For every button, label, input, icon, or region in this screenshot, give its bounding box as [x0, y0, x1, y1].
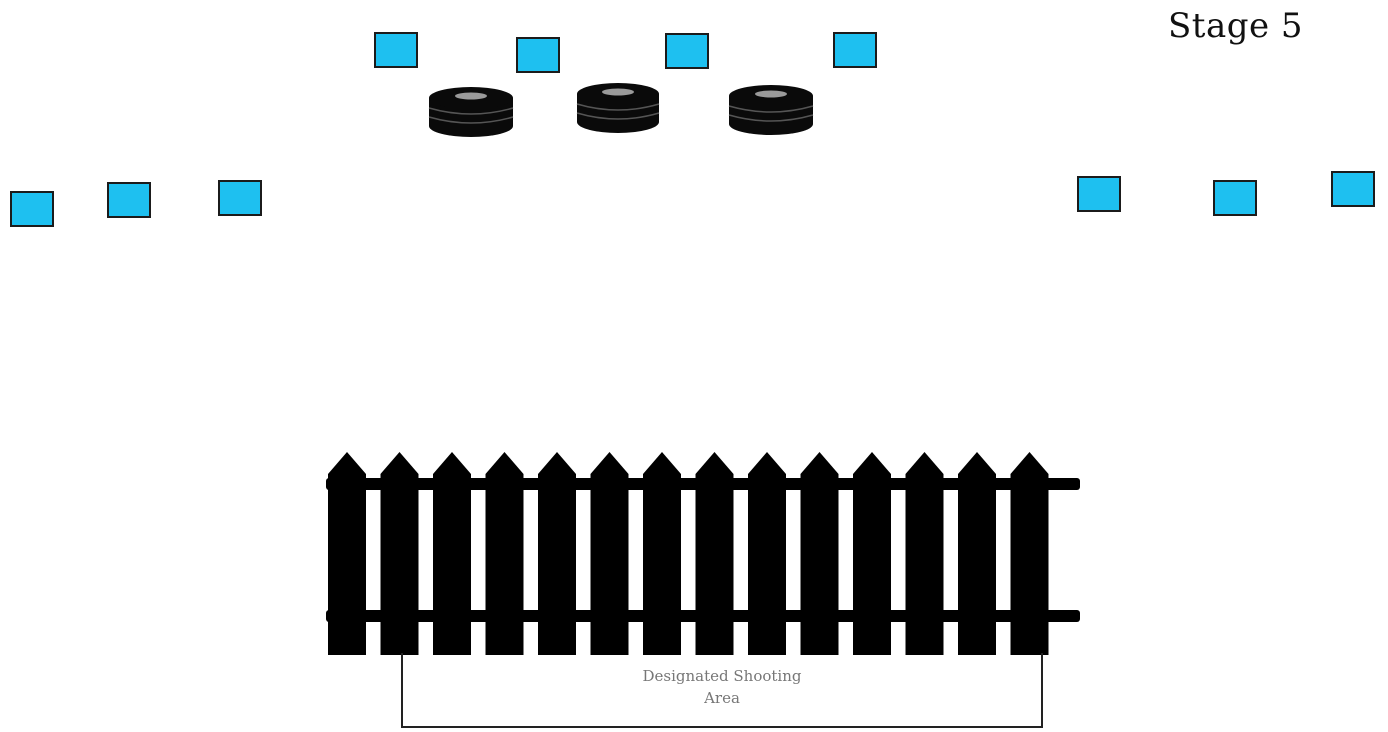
tire-stack-icon: [576, 80, 660, 134]
steel-target: [1331, 171, 1375, 207]
shooting-area-label-line1: Designated Shooting: [403, 665, 1041, 687]
steel-target: [1213, 180, 1257, 216]
fence-picket: [748, 452, 786, 655]
steel-target: [833, 32, 877, 68]
steel-target: [1077, 176, 1121, 212]
designated-shooting-area: Designated Shooting Area: [401, 653, 1043, 728]
tire-stack-icon: [728, 82, 814, 136]
fence-picket: [958, 452, 996, 655]
fence-picket: [486, 452, 524, 655]
stage-title: Stage 5: [1168, 6, 1303, 46]
fence-icon: [326, 450, 1080, 660]
fence-picket: [538, 452, 576, 655]
steel-target: [374, 32, 418, 68]
fence-picket: [328, 452, 366, 655]
steel-target: [107, 182, 151, 218]
fence-picket: [1011, 452, 1049, 655]
fence-picket: [591, 452, 629, 655]
fence-picket: [801, 452, 839, 655]
shooting-area-label-line2: Area: [403, 687, 1041, 709]
steel-target: [516, 37, 560, 73]
tire-stack-icon: [428, 84, 514, 138]
fence-picket: [433, 452, 471, 655]
steel-target: [218, 180, 262, 216]
steel-target: [10, 191, 54, 227]
fence-picket: [906, 452, 944, 655]
fence-picket: [696, 452, 734, 655]
steel-target: [665, 33, 709, 69]
fence-picket: [853, 452, 891, 655]
fence-picket: [643, 452, 681, 655]
fence-picket: [381, 452, 419, 655]
